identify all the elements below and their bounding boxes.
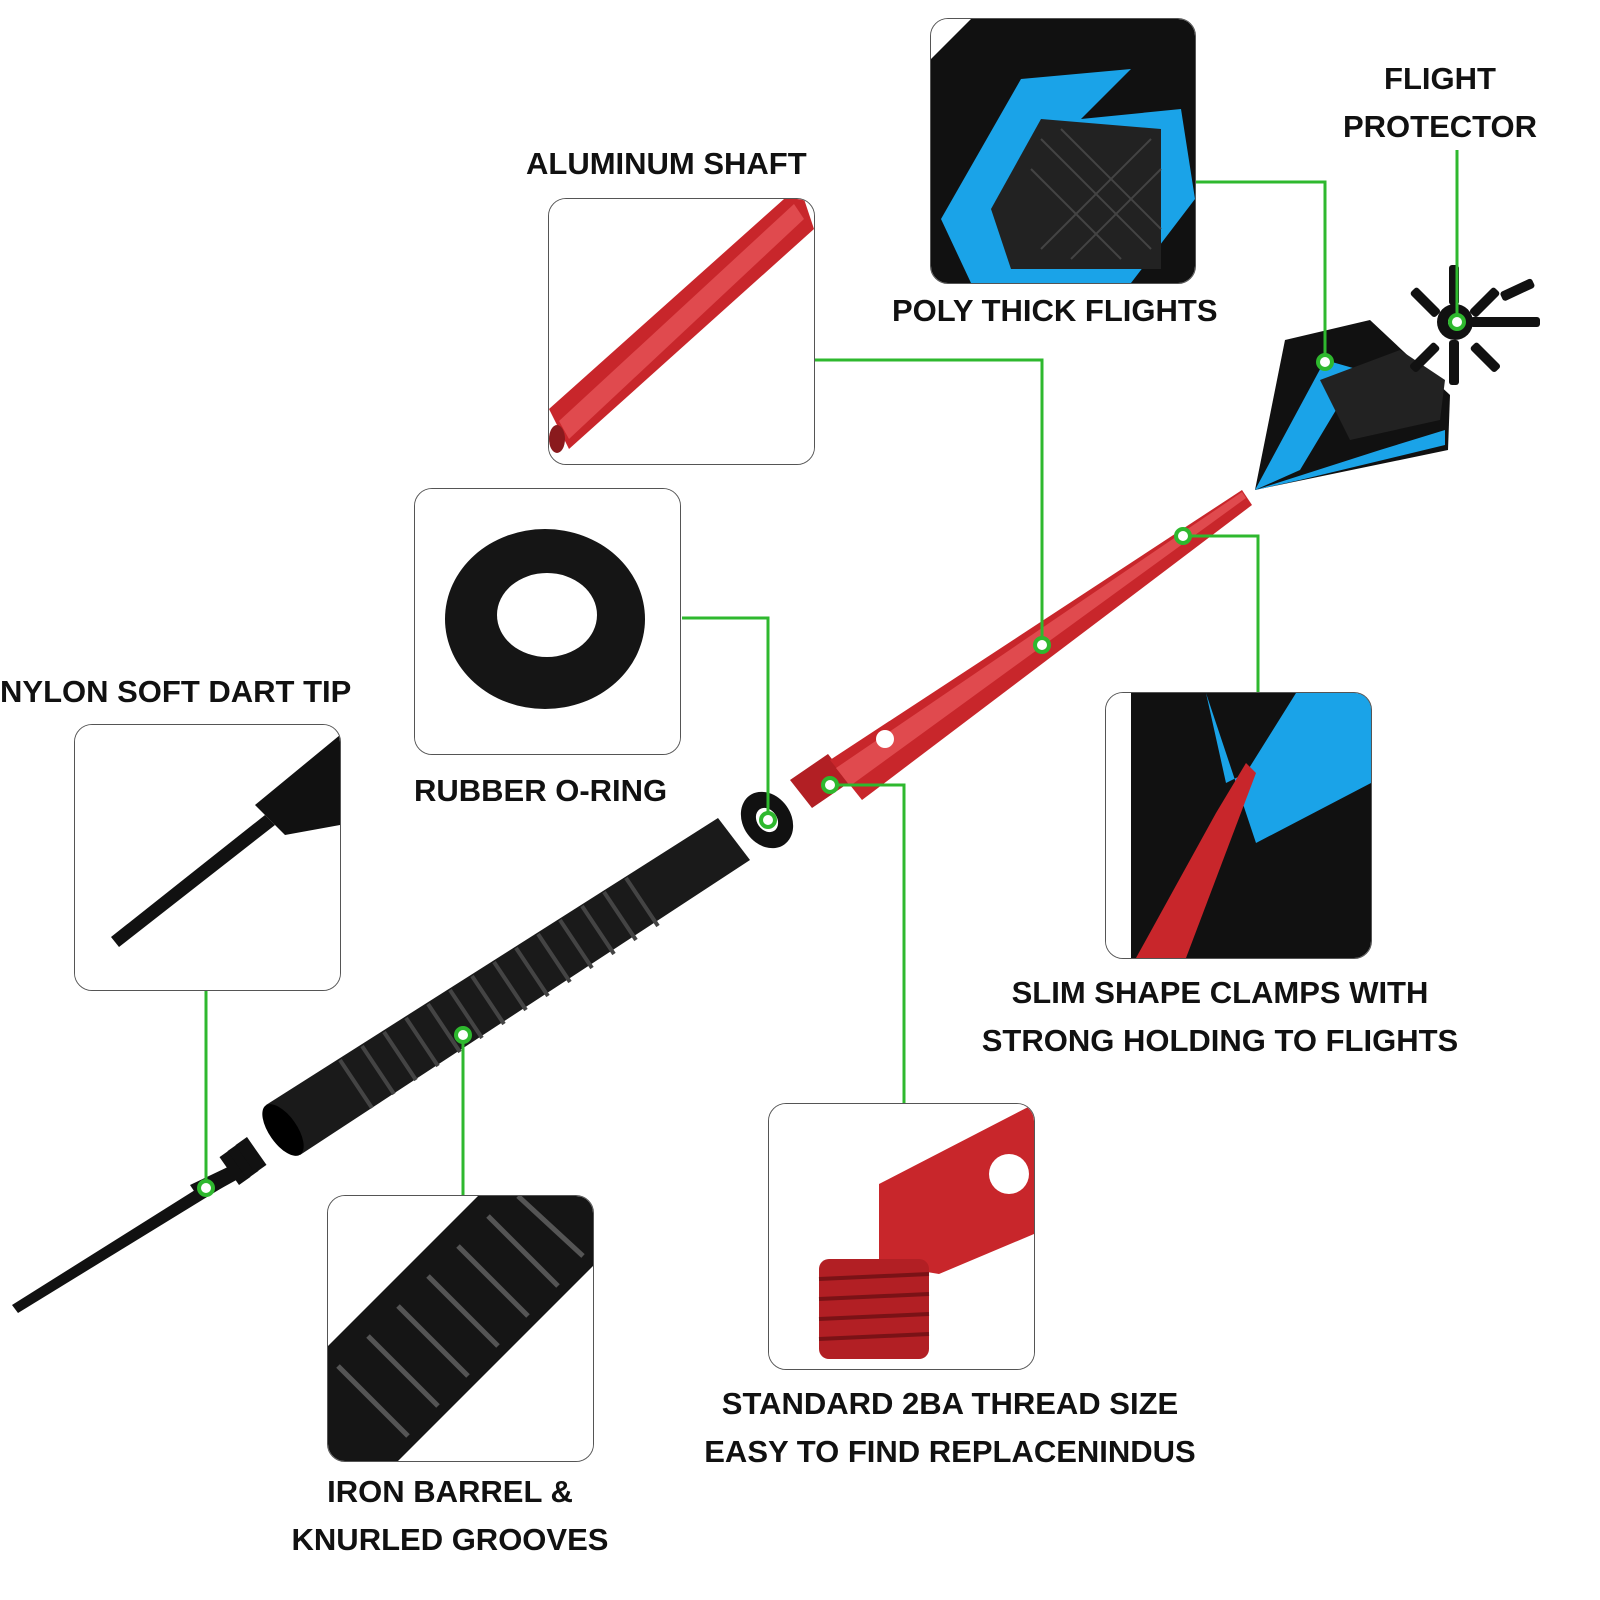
aluminum-shaft-detail-box: [548, 198, 815, 465]
flight-protector-label: FLIGHT PROTECTOR: [1342, 61, 1538, 144]
dart-tip-detail-box: [74, 724, 341, 991]
nylon-soft-dart-tip-label: NYLON SOFT DART TIP: [0, 674, 352, 709]
leader-lines: [204, 150, 1459, 1195]
standard-thread-label: STANDARD 2BA THREAD SIZE EASY TO FIND RE…: [704, 1386, 1196, 1469]
poly-thick-flights-label: POLY THICK FLIGHTS: [892, 293, 1218, 328]
flight-protector: [1409, 265, 1540, 385]
slim-shape-clamps-label: SLIM SHAPE CLAMPS WITH STRONG HOLDING TO…: [981, 975, 1459, 1058]
poly-flight-detail-box: [930, 18, 1196, 284]
iron-barrel-label: IRON BARREL & KNURLED GROOVES: [291, 1474, 609, 1557]
barrel: [262, 818, 750, 1156]
o-ring-detail-box: [414, 488, 681, 755]
slim-clamp-detail-box: [1105, 692, 1372, 959]
iron-barrel-detail-box: [327, 1195, 594, 1462]
thread-detail-box: [768, 1103, 1035, 1370]
rubber-o-ring-label: RUBBER O-RING: [414, 773, 668, 808]
aluminum-shaft-label: ALUMINUM SHAFT: [526, 146, 807, 181]
leader-dots: [197, 313, 1466, 1197]
dart-tip: [12, 1137, 267, 1313]
flight: [1255, 320, 1450, 490]
